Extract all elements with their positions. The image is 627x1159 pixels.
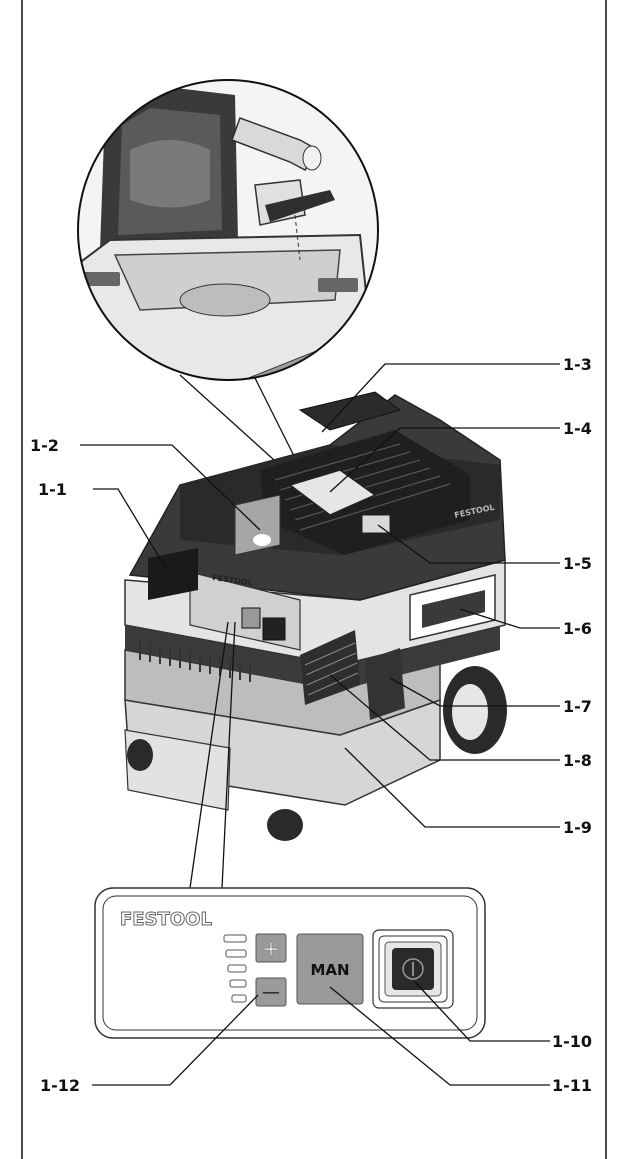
label-1-4: 1-4 (563, 419, 592, 438)
level-indicator-1 (223, 934, 247, 943)
label-1-8: 1-8 (563, 751, 592, 770)
minus-icon: — (262, 982, 280, 1003)
leader-1-6 (459, 608, 560, 629)
panel-zoom-line-left (189, 621, 229, 889)
leader-1-7 (389, 677, 560, 707)
power-switch[interactable] (372, 929, 454, 1009)
power-icon (402, 958, 424, 980)
label-1-1: 1-1 (38, 480, 67, 499)
vacuum-unit: FESTOOL FESTOOL (124, 391, 507, 841)
leader-1-4 (329, 427, 560, 493)
label-1-9: 1-9 (563, 818, 592, 837)
level-indicator-5 (231, 994, 247, 1003)
leader-1-9 (344, 747, 560, 828)
control-panel: FESTOOL + — MAN (94, 887, 486, 1039)
leader-1-1 (93, 488, 166, 568)
leader-1-5 (377, 524, 560, 564)
label-1-11: 1-11 (552, 1076, 592, 1095)
panel-brand-logo: FESTOOL (120, 909, 212, 930)
man-button[interactable]: MAN (296, 933, 364, 1005)
minus-button[interactable]: — (255, 977, 287, 1007)
detail-inset (77, 79, 379, 489)
leader-1-2 (80, 444, 261, 531)
label-1-10: 1-10 (552, 1032, 592, 1051)
plus-icon: + (262, 937, 280, 962)
leader-1-8 (329, 674, 560, 761)
man-button-label: MAN (310, 961, 349, 979)
level-indicator-3 (227, 964, 247, 973)
label-1-7: 1-7 (563, 697, 592, 716)
label-1-3: 1-3 (563, 355, 592, 374)
panel-zoom-line-right (221, 621, 236, 889)
plus-button[interactable]: + (255, 933, 287, 963)
leader-1-12 (92, 994, 259, 1086)
label-1-6: 1-6 (563, 619, 592, 638)
leader-1-10 (414, 981, 550, 1042)
leader-1-3 (321, 363, 560, 433)
level-indicator-2 (225, 949, 247, 958)
leader-1-11 (329, 986, 550, 1086)
label-1-2: 1-2 (30, 436, 59, 455)
label-1-12: 1-12 (40, 1076, 80, 1095)
level-indicator-4 (229, 979, 247, 988)
label-1-5: 1-5 (563, 554, 592, 573)
